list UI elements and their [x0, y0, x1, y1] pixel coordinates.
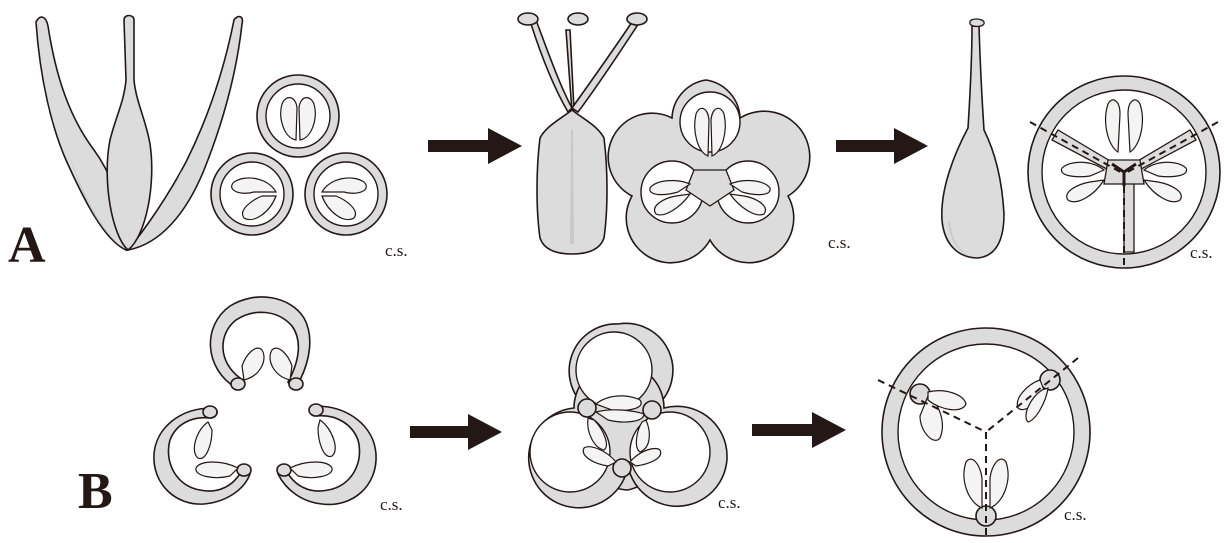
panel-label-a: A	[8, 217, 46, 274]
cs-label-a1: c.s.	[385, 241, 408, 260]
panel-label-b: B	[78, 463, 113, 520]
parietal-placentation-cross-section	[878, 328, 1090, 540]
cs-label-a2: c.s.	[828, 233, 851, 252]
syncarpous-pistil	[942, 19, 1004, 258]
fused-carpels-cross-section	[608, 80, 810, 263]
transition-arrow-b2	[752, 412, 846, 448]
open-carpels-cross-section	[154, 297, 376, 505]
cs-label-b3: c.s.	[1064, 505, 1087, 524]
cs-label-a3: c.s.	[1190, 243, 1213, 262]
transition-arrow-b1	[410, 414, 502, 450]
closed-carpels-cross-section	[529, 323, 727, 507]
free-carpels-cross-section	[211, 75, 387, 235]
transition-arrow-a2	[836, 128, 928, 164]
axile-placentation-cross-section	[1028, 76, 1220, 268]
free-carpels-side-view	[36, 16, 242, 251]
cs-label-b2: c.s.	[718, 493, 741, 512]
transition-arrow-a1	[428, 128, 522, 164]
cs-label-b1: c.s.	[380, 495, 403, 514]
